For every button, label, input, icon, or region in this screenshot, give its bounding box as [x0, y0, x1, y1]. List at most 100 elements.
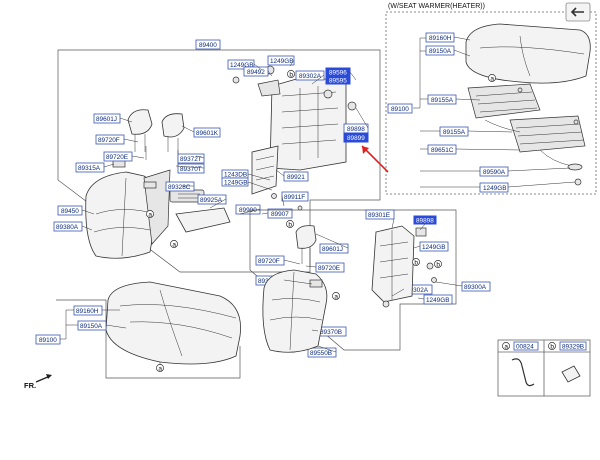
label-1243DB[interactable]: 1243DB	[221, 169, 249, 179]
fastener-legend: a 00824 b 89329B	[497, 339, 591, 397]
svg-text:89150A: 89150A	[429, 48, 452, 55]
svg-text:89900: 89900	[239, 207, 257, 214]
label-1249GB-b[interactable]: 1249GB	[267, 55, 295, 66]
label-89492[interactable]: 89492	[243, 66, 269, 77]
label-89155A-inset[interactable]: 89155A	[427, 94, 457, 105]
label-89601J-r[interactable]: 89601J	[319, 243, 349, 254]
label-1249GB-a[interactable]: 1249GB	[227, 59, 255, 70]
label-89450[interactable]: 89450	[57, 205, 83, 216]
label-89601J[interactable]: 89601J	[93, 113, 121, 124]
label-89300A[interactable]: 89300A	[461, 281, 491, 292]
label-89900[interactable]: 89900	[235, 204, 261, 215]
legend-code-89329B[interactable]: 89329B	[559, 341, 587, 351]
label-89160H-inset[interactable]: 89160H	[425, 32, 455, 43]
callout-a-3[interactable]	[156, 364, 164, 372]
label-89150A-inset[interactable]: 89150A	[425, 45, 455, 56]
svg-text:89155A: 89155A	[443, 129, 466, 136]
label-89898[interactable]: 89898	[343, 123, 369, 134]
svg-text:89596: 89596	[329, 70, 347, 77]
label-89921[interactable]: 89921	[283, 171, 309, 182]
svg-text:a: a	[172, 242, 176, 249]
label-89302A[interactable]: 89302A	[295, 70, 325, 81]
label-89596[interactable]: 89596	[325, 67, 351, 77]
label-89720E-r[interactable]: 89720E	[315, 262, 345, 273]
svg-text:89315A: 89315A	[78, 165, 101, 172]
label-89155A-inset-2[interactable]: 89155A	[439, 126, 469, 137]
label-89899-highlighted[interactable]: 89899	[343, 132, 369, 143]
svg-text:89720F: 89720F	[258, 258, 280, 265]
callout-b-1[interactable]	[287, 70, 295, 78]
label-89160H[interactable]: 89160H	[73, 305, 103, 316]
label-89720E[interactable]: 89720E	[103, 151, 133, 162]
callout-b-3[interactable]	[412, 258, 420, 266]
label-89370T[interactable]: 89370T	[177, 163, 205, 174]
label-89720F-r[interactable]: 89720F	[255, 255, 285, 266]
svg-text:00824: 00824	[516, 344, 534, 351]
svg-text:89160H: 89160H	[76, 308, 99, 315]
label-1249GB-inset[interactable]: 1249GB	[479, 182, 509, 193]
back-button[interactable]	[565, 2, 591, 22]
callout-b-2[interactable]	[286, 220, 294, 228]
svg-text:89651C: 89651C	[431, 147, 454, 154]
label-89150A[interactable]: 89150A	[77, 320, 107, 331]
svg-text:89301E: 89301E	[368, 212, 390, 219]
svg-text:1249GB: 1249GB	[422, 244, 445, 251]
label-89550B[interactable]: 89550B	[307, 347, 337, 358]
legend-code-00824[interactable]: 00824	[513, 341, 539, 351]
label-89328C[interactable]: 89328C	[165, 181, 195, 192]
label-1249GB-c[interactable]: 1249GB	[221, 177, 249, 187]
svg-text:89100: 89100	[39, 337, 57, 344]
label-89907[interactable]: 89907	[267, 208, 293, 219]
svg-text:89370B: 89370B	[320, 329, 342, 336]
svg-text:89380A: 89380A	[56, 224, 79, 231]
svg-text:1249GB: 1249GB	[224, 180, 247, 187]
callout-b-4[interactable]	[434, 260, 442, 268]
svg-text:89925A: 89925A	[200, 197, 223, 204]
label-89720F[interactable]: 89720F	[95, 134, 125, 145]
callout-a-5[interactable]: a	[146, 210, 154, 219]
svg-text:89550B: 89550B	[310, 350, 332, 357]
legend-a-marker	[502, 342, 510, 350]
svg-text:1249GB: 1249GB	[230, 62, 253, 69]
seat-warmer-inset: (W/SEAT WARMER(HEATER)) 89160H 89150A 89…	[385, 2, 597, 195]
label-89370B[interactable]: 89370B	[317, 326, 347, 337]
label-1249GB-r-b[interactable]: 1249GB	[423, 294, 453, 305]
label-89301E[interactable]: 89301E	[365, 209, 395, 220]
callout-a-inset[interactable]	[488, 74, 496, 82]
svg-text:b: b	[288, 222, 292, 229]
svg-text:89921: 89921	[287, 174, 305, 181]
label-89595[interactable]: 89595	[325, 76, 351, 85]
svg-text:89911F: 89911F	[284, 194, 305, 201]
label-89315A[interactable]: 89315A	[75, 162, 105, 173]
label-89651C-inset[interactable]: 89651C	[427, 144, 457, 155]
svg-text:a: a	[504, 344, 508, 351]
svg-text:89590A: 89590A	[483, 169, 506, 176]
svg-text:89595: 89595	[329, 78, 347, 85]
svg-text:89720E: 89720E	[318, 265, 340, 272]
svg-text:b: b	[289, 72, 293, 79]
hook-icon	[511, 358, 535, 387]
seat-back-assembly: 89400 1249GB 1249GB 894	[53, 39, 389, 273]
svg-text:1249GB: 1249GB	[270, 58, 293, 65]
clip-icon	[561, 365, 581, 383]
callout-a-2[interactable]	[170, 240, 178, 248]
label-89380A[interactable]: 89380A	[53, 221, 83, 232]
label-89898-b[interactable]: 89898	[413, 215, 437, 225]
svg-text:b: b	[436, 262, 440, 269]
label-89372T[interactable]: 89372T	[177, 153, 205, 164]
label-89601K[interactable]: 89601K	[193, 127, 221, 138]
label-89590A-inset[interactable]: 89590A	[479, 166, 509, 177]
svg-text:89720F: 89720F	[98, 137, 120, 144]
svg-text:89899: 89899	[347, 135, 365, 142]
label-89400[interactable]: 89400	[195, 39, 221, 50]
svg-text:89907: 89907	[271, 211, 289, 218]
label-1249GB-r[interactable]: 1249GB	[419, 241, 449, 252]
label-89925A[interactable]: 89925A	[197, 194, 227, 205]
label-89100[interactable]: 89100	[35, 334, 61, 345]
label-89100-inset[interactable]: 89100	[387, 103, 413, 114]
svg-text:89160H: 89160H	[429, 35, 452, 42]
svg-text:1249GB: 1249GB	[426, 297, 449, 304]
callout-a-4[interactable]	[332, 292, 340, 300]
label-89911F[interactable]: 89911F	[281, 191, 309, 202]
